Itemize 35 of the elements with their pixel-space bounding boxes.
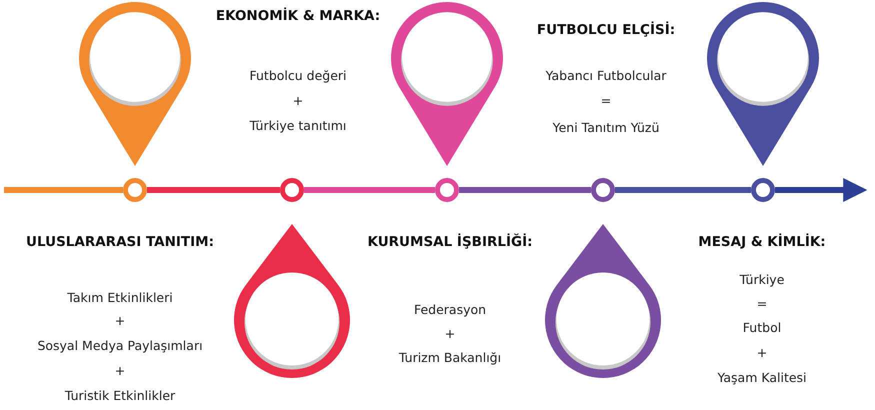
section-heading: KURUMSAL İŞBIRLİĞİ: xyxy=(367,234,533,250)
section-text: + xyxy=(292,93,304,108)
section-heading: FUTBOLCU ELÇİSİ: xyxy=(536,22,676,38)
timeline-circle xyxy=(751,178,775,202)
section-text: Yeni Tanıtım Yüzü xyxy=(552,120,660,135)
timeline-circle xyxy=(435,178,459,202)
section-text: Türkiye xyxy=(740,272,784,287)
timeline-circle xyxy=(123,178,147,202)
timeline-segment xyxy=(775,178,868,202)
section-text: + xyxy=(756,345,768,360)
section-text: = xyxy=(600,93,612,108)
section-text: Turizm Bakanlığı xyxy=(398,350,502,365)
section-text: Takım Etkinlikleri xyxy=(67,290,173,305)
timeline-segment xyxy=(304,187,435,193)
timeline-segment xyxy=(459,187,591,193)
section-text: + xyxy=(444,326,456,341)
section-heading: ULUSLARARASI TANITIM: xyxy=(26,234,214,250)
section-heading: EKONOMİK & MARKA: xyxy=(216,8,380,24)
timeline-circle xyxy=(591,178,615,202)
section-text: = xyxy=(756,296,768,311)
section-text: Futbolcu değeri xyxy=(250,68,346,83)
section-text: Federasyon xyxy=(414,302,486,317)
section-text: Sosyal Medya Paylaşımları xyxy=(37,338,203,353)
section-text: Turistik Etkinlikler xyxy=(64,388,176,403)
section-text: Futbol xyxy=(742,320,782,335)
timeline-segment xyxy=(4,187,123,193)
section-text: + xyxy=(114,313,126,328)
timeline-circle xyxy=(280,178,304,202)
section-text: Türkiye tanıtımı xyxy=(250,118,346,133)
timeline-segment xyxy=(615,187,751,193)
timeline-segment xyxy=(147,187,280,193)
section-heading: MESAJ & KİMLİK: xyxy=(698,234,826,250)
section-text: Yaşam Kalitesi xyxy=(717,370,807,385)
section-text: + xyxy=(114,363,126,378)
section-text: Yabancı Futbolcular xyxy=(546,68,666,83)
